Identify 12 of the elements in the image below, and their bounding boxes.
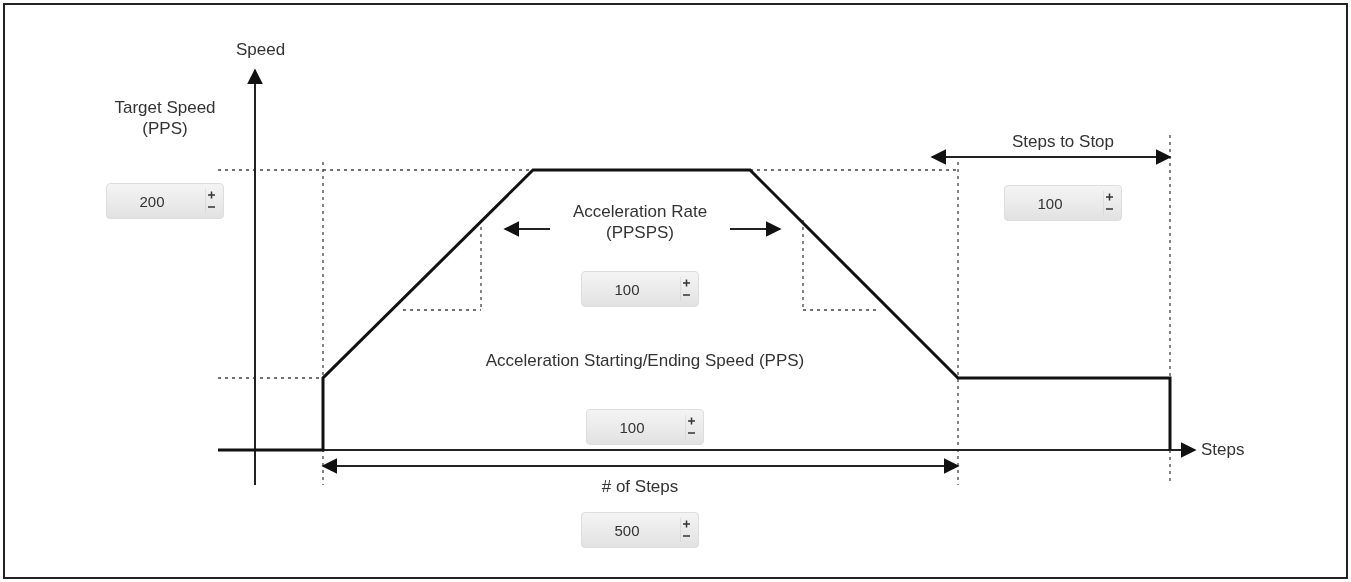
number-spin-field: 100 [1004,185,1122,221]
field-label: Target Speed (PPS) [113,97,217,139]
number-spin-field: 200 [106,183,224,219]
field-label: Acceleration Starting/Ending Speed (PPS) [485,350,805,371]
field-label: # of Steps [601,476,679,497]
axis-label: Steps [1201,440,1245,460]
axis-label: Speed [236,40,286,60]
number-spin-field: 500 [581,512,699,548]
field-label: Steps to Stop [1011,131,1115,152]
number-spin-field: 100 [586,409,704,445]
number-spin-field: 100 [581,271,699,307]
field-label: Acceleration Rate (PPSPS) [571,201,709,243]
